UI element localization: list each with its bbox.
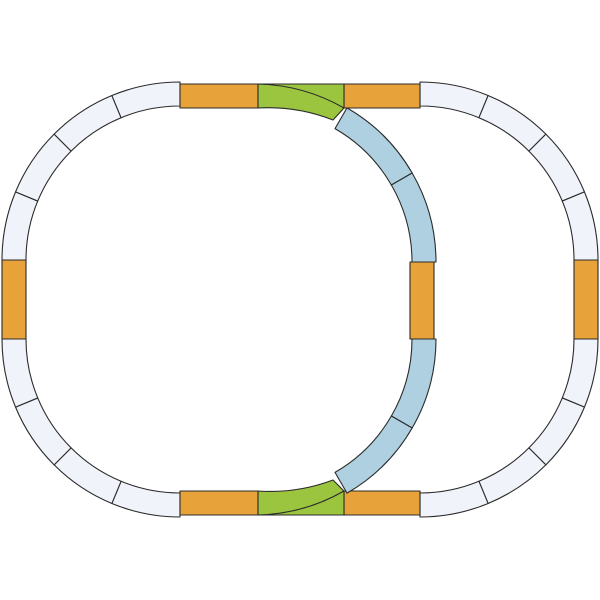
- straight-bottom-left: [179, 490, 259, 516]
- curve-top-left-2: [14, 133, 72, 202]
- straight-left: [1, 259, 27, 340]
- curve-top-left-3: [53, 94, 122, 152]
- curve-bottom-right-2: [528, 397, 586, 466]
- curve-bottom-right-4: [419, 480, 489, 518]
- inner-curve-bottom-1: [390, 338, 437, 429]
- curve-bottom-left-2: [53, 447, 122, 505]
- straight-top-right: [343, 83, 421, 109]
- curve-bottom-right-1: [561, 338, 599, 408]
- switch-top: [257, 83, 345, 121]
- inner-curve-top-1: [334, 107, 413, 186]
- straight-right: [573, 259, 599, 340]
- curve-top-right-1: [419, 81, 489, 119]
- curve-bottom-left-4: [1, 338, 39, 408]
- curve-top-right-2: [478, 94, 547, 152]
- switch-top-diverging-rail: [257, 83, 345, 109]
- curve-bottom-left-1: [111, 480, 181, 518]
- straight-middle: [409, 261, 435, 340]
- curve-top-left-4: [111, 81, 181, 119]
- switch-bottom-diverging-rail: [257, 490, 345, 516]
- straight-bottom-right: [343, 490, 421, 516]
- curve-top-right-3: [528, 133, 586, 202]
- inner-curve-bottom-2: [334, 415, 413, 494]
- curve-bottom-right-3: [478, 447, 547, 505]
- switch-bottom: [257, 479, 345, 516]
- curve-top-left-1: [1, 191, 39, 261]
- straight-top-left: [179, 83, 259, 109]
- curve-top-right-4: [561, 191, 599, 261]
- inner-curve-top-2: [390, 172, 437, 263]
- curve-bottom-left-3: [14, 397, 72, 466]
